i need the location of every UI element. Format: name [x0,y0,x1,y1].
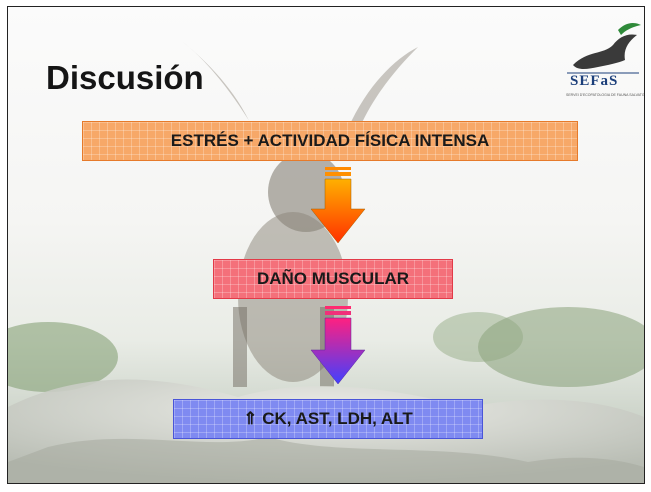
logo-subtitle: SERVEI D'ECOPATOLOGIA DE FAUNA SALVATGE [566,93,644,97]
sefas-logo-icon [567,22,641,74]
slide: Discusión SEFaS SERVEI D'ECOPATOLOGIA DE… [7,6,645,484]
down-arrow-icon [310,167,366,244]
down-arrow-icon [310,306,366,385]
shrub-right [478,307,644,387]
flow-step-muscle-damage: DAÑO MUSCULAR [213,259,453,299]
flow-step-stress: ESTRÉS + ACTIVIDAD FÍSICA INTENSA [82,121,578,161]
slide-title: Discusión [46,59,204,96]
logo-text: SEFaS [570,73,619,89]
shrub-left [8,322,118,392]
flow-step-enzymes: ⇑ CK, AST, LDH, ALT [173,399,483,439]
